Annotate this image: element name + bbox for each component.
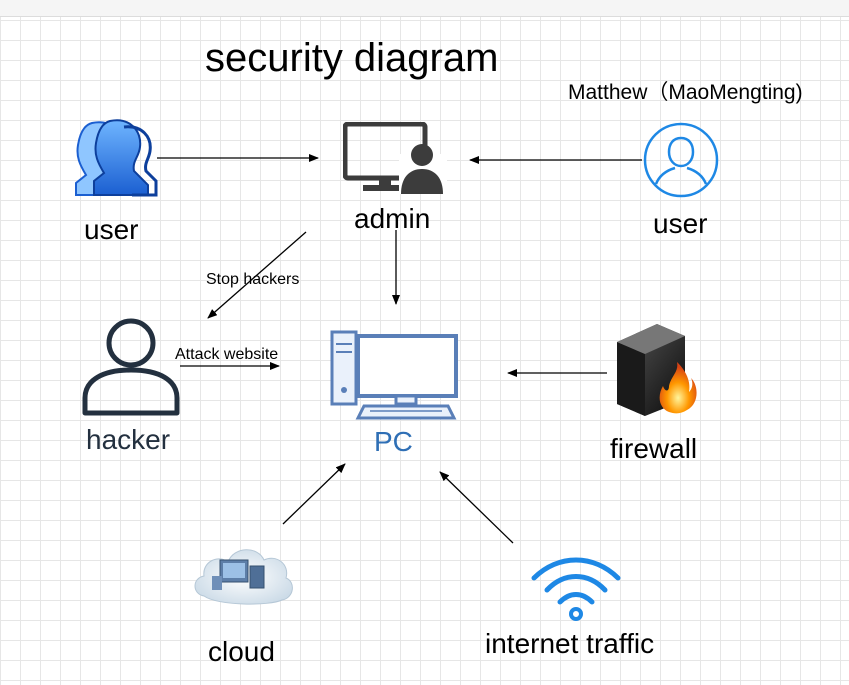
cloud-icon[interactable] [190, 540, 296, 608]
user-left-label[interactable]: user [84, 214, 139, 245]
firewall-label[interactable]: firewall [610, 433, 698, 464]
edge-label-stop-hackers[interactable]: Stop hackers [206, 271, 300, 288]
hacker-label[interactable]: hacker [86, 424, 171, 455]
admin-monitor-icon[interactable] [343, 122, 447, 194]
edge-admin-to-hacker[interactable] [207, 231, 307, 319]
edge-cloud-to-pc[interactable] [282, 463, 346, 525]
wifi-icon[interactable] [530, 552, 622, 624]
diagram-title[interactable]: security diagram [205, 36, 499, 80]
internet-traffic-label[interactable]: internet traffic [485, 628, 655, 659]
person-outline-icon[interactable] [81, 318, 181, 416]
user-circle-icon[interactable] [642, 122, 720, 198]
desktop-computer-icon[interactable] [330, 330, 458, 420]
admin-label[interactable]: admin [354, 203, 431, 234]
user-right-label[interactable]: user [653, 208, 708, 239]
canvas-toolbar-strip [0, 0, 849, 17]
cloud-label[interactable]: cloud [208, 636, 275, 667]
pc-label[interactable]: PC [374, 426, 413, 457]
firewall-icon[interactable] [613, 320, 699, 418]
users-group-icon[interactable] [72, 117, 158, 197]
edge-internet-to-pc[interactable] [439, 471, 514, 544]
author-label[interactable]: Matthew（MaoMengting) [568, 81, 803, 104]
edge-label-attack-website[interactable]: Attack website [175, 346, 279, 363]
